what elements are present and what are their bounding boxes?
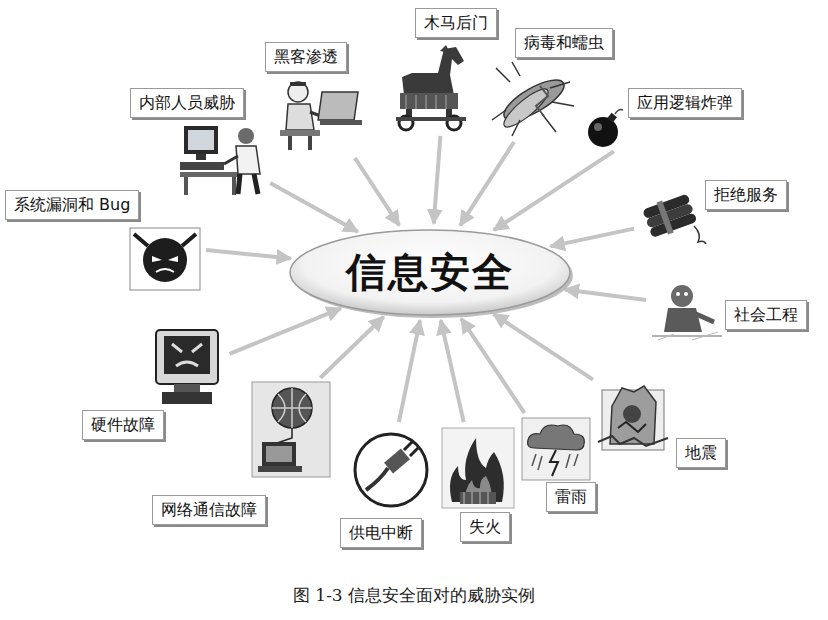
threat-arrow [270, 183, 358, 232]
threat-item: 系统漏洞和 Bug [5, 190, 200, 290]
threat-label: 内部人员威胁 [130, 88, 244, 118]
threat-arrow [399, 320, 420, 422]
system-bug-icon [130, 228, 200, 290]
virus-worm-icon [492, 62, 574, 136]
threat-arrow [355, 158, 399, 225]
threat-label: 系统漏洞和 Bug [5, 190, 139, 220]
threat-label: 地震 [676, 438, 726, 468]
threat-item: 社会工程 [652, 282, 809, 340]
threat-arrow [441, 320, 464, 422]
threat-item: 雷雨 [522, 418, 598, 514]
threat-label: 硬件故障 [82, 410, 164, 440]
threat-arrow [320, 317, 383, 378]
bomb-icon [588, 110, 623, 148]
center-title: 信息安全 [285, 225, 575, 320]
threat-arrow [230, 308, 341, 353]
threat-arrow [551, 229, 635, 247]
threat-arrow [434, 136, 441, 224]
social-engineering-icon [652, 285, 722, 340]
threat-label: 拒绝服务 [705, 180, 787, 210]
threat-label: 应用逻辑炸弹 [628, 88, 742, 118]
threat-item: 拒绝服务 [640, 180, 789, 243]
fire-icon [442, 428, 514, 508]
earthquake-icon [598, 386, 668, 450]
threat-label: 失火 [460, 512, 510, 542]
threat-item: 木马后门 [392, 8, 499, 130]
threat-arrow [206, 250, 291, 258]
threat-item: 硬件故障 [82, 328, 224, 442]
threat-item: 网络通信故障 [152, 382, 330, 527]
hacker-icon [280, 82, 362, 150]
insider-icon [180, 126, 260, 195]
threat-label: 网络通信故障 [152, 495, 266, 525]
power-plug-icon [355, 434, 427, 506]
threat-arrow [494, 151, 614, 230]
threat-item: 病毒和蠕虫 [490, 28, 615, 137]
threat-label: 社会工程 [725, 300, 807, 330]
threat-item: 地震 [598, 382, 728, 470]
threat-label: 黑客渗透 [265, 42, 347, 72]
threat-arrow [565, 290, 646, 301]
hardware-failure-icon [156, 330, 218, 404]
center-ellipse: 信息安全 [285, 225, 575, 320]
threat-label: 病毒和蠕虫 [515, 28, 613, 58]
network-failure-icon [252, 382, 330, 477]
threat-arrow [493, 314, 593, 380]
threat-item: 应用逻辑炸弹 [585, 88, 744, 148]
threat-item: 内部人员威胁 [130, 88, 265, 197]
threat-arrow [461, 319, 524, 413]
threat-label: 木马后门 [415, 8, 497, 38]
dynamite-icon [641, 192, 706, 244]
threat-item: 黑客渗透 [265, 42, 365, 153]
threat-label: 雷雨 [546, 482, 596, 512]
threat-label: 供电中断 [340, 518, 422, 548]
trojan-horse-icon [396, 45, 466, 130]
threat-item: 供电中断 [340, 428, 430, 550]
figure-caption: 图 1-3 信息安全面对的威胁实例 [0, 584, 828, 607]
threat-item: 失火 [442, 428, 514, 544]
thunderstorm-icon [522, 418, 590, 480]
threat-arrow [460, 142, 514, 225]
